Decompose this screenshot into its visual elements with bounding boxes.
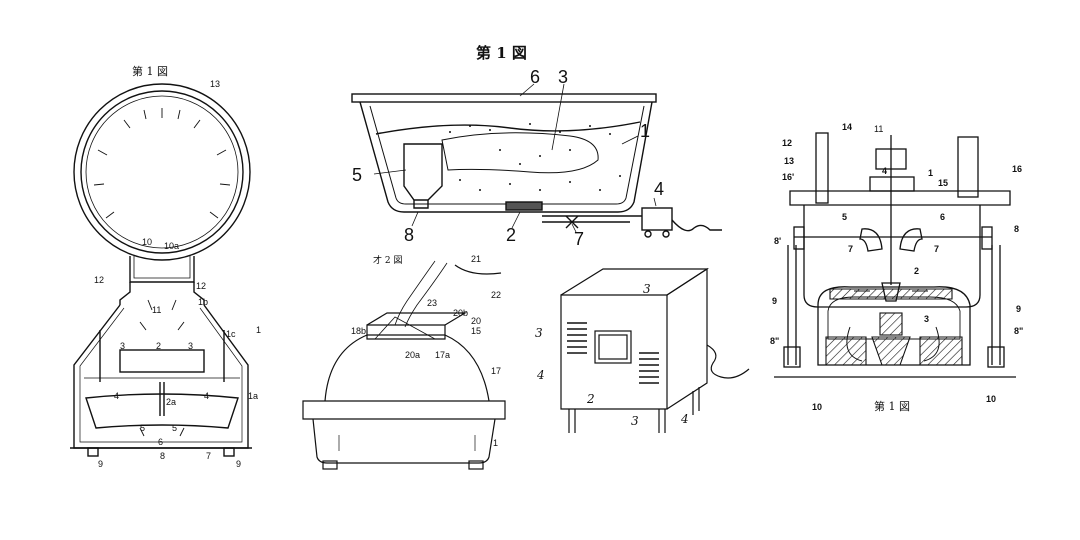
label: 9: [1016, 304, 1022, 314]
label: 16': [782, 172, 795, 182]
label: 15: [938, 178, 949, 188]
label: 1: [928, 168, 934, 178]
label: 3: [631, 414, 639, 428]
label: 3: [535, 326, 543, 340]
machine-drawing: [774, 132, 1016, 378]
label: 4: [537, 368, 545, 382]
figure-cabinet: 3 3 2 3 4 4: [535, 265, 760, 450]
label: 2: [587, 392, 595, 406]
label: 11: [152, 305, 162, 315]
label: 7: [574, 229, 585, 249]
label: 12: [782, 138, 793, 148]
cabinet-drawing: [560, 267, 750, 433]
label: 1b: [198, 297, 209, 307]
label: 14: [842, 122, 853, 132]
label: 10: [812, 402, 823, 412]
figure-container: 才 2 図 21 22 23 20b 20 15 20a 17a 18b: [295, 255, 515, 480]
label: 1: [493, 438, 499, 448]
label: 4: [204, 391, 210, 401]
label: 5: [842, 212, 848, 222]
label: 2: [506, 225, 517, 245]
label: 1: [256, 325, 262, 335]
label: 21: [471, 254, 482, 264]
label: 4: [882, 166, 888, 176]
label: 8: [1014, 224, 1020, 234]
figure-title: 第 1 図: [476, 44, 527, 62]
label: 13: [784, 156, 795, 166]
label: 6: [530, 67, 541, 87]
label: 6: [940, 212, 946, 222]
figure-dryer-hood: 第 1 図: [60, 60, 262, 480]
label: 1c: [226, 329, 236, 339]
figure-bathtub: 第 1 図: [330, 40, 730, 255]
label: 13: [210, 79, 221, 89]
label: 4: [681, 412, 689, 426]
label: 8": [770, 336, 780, 346]
label: 7: [934, 244, 940, 254]
label: 3: [120, 341, 126, 351]
label: 8: [160, 451, 166, 461]
label: 22: [491, 290, 502, 300]
label: 17: [491, 366, 502, 376]
label: 10: [142, 237, 153, 247]
label: 20a: [405, 350, 421, 360]
label: 4: [654, 179, 665, 199]
label: 11: [874, 124, 884, 134]
label: 1: [640, 121, 651, 141]
dryer-hood-drawing: [70, 83, 252, 457]
label: 3: [643, 282, 651, 296]
label: 7: [206, 451, 212, 461]
label: 9: [772, 296, 778, 306]
label: 12: [94, 275, 105, 285]
figure-title: 第 1 図: [874, 400, 910, 413]
figure-title: 第 1 図: [132, 65, 168, 78]
label: 3: [188, 341, 194, 351]
label: 17a: [435, 350, 451, 360]
label: 2: [914, 266, 920, 276]
label: 3: [924, 314, 930, 324]
label: 15: [471, 326, 482, 336]
label: 4: [114, 391, 120, 401]
container-drawing: [302, 260, 506, 470]
label: 8': [774, 236, 782, 246]
label: 10: [986, 394, 997, 404]
label: 2a: [166, 397, 177, 407]
label: 10a: [164, 241, 180, 251]
label: 20: [471, 316, 482, 326]
label: 1a: [248, 391, 259, 401]
label: 12: [196, 281, 207, 291]
label: 8: [404, 225, 415, 245]
label: 5: [352, 165, 363, 185]
label: 18b: [351, 326, 367, 336]
label: 5: [172, 423, 178, 433]
bathtub-drawing: [351, 83, 722, 238]
label: 6: [158, 437, 164, 447]
label: 7: [848, 244, 854, 254]
label: 2: [156, 341, 162, 351]
label: 23: [427, 298, 438, 308]
label: 16: [1012, 164, 1023, 174]
label: 20b: [453, 308, 469, 318]
label: 5: [140, 423, 146, 433]
label: 3: [558, 67, 569, 87]
label: 9: [236, 459, 242, 469]
figure-machine: 14 11 12 13 16' 16 4 1 15 5 6 8' 8 7 7 2…: [770, 115, 1045, 425]
label: 9: [98, 459, 104, 469]
label: 8": [1014, 326, 1024, 336]
figure-title: 才 2 図: [373, 256, 403, 266]
